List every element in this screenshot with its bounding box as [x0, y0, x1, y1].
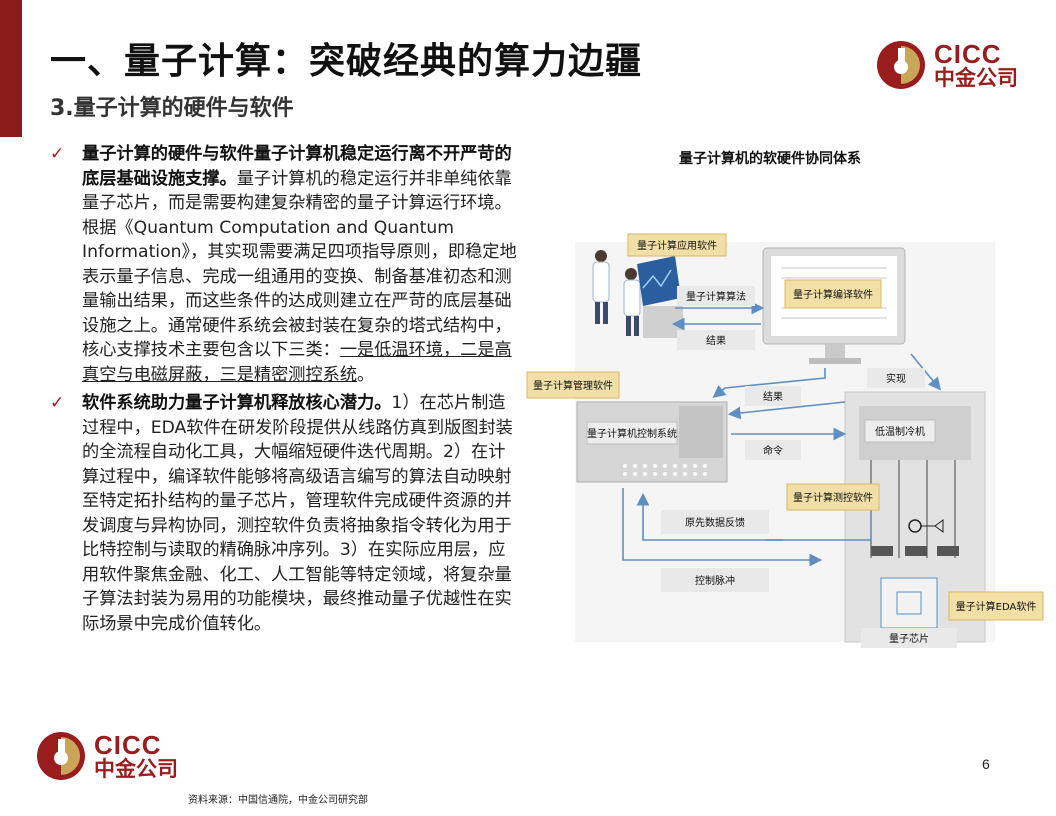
logo-chinese: 中金公司	[94, 757, 178, 781]
bullet-body: 1）在芯片制造过程中，EDA软件在研发阶段提供从线路仿真到版图封装的全流程自动化…	[82, 393, 513, 634]
control-pulse-box	[661, 568, 769, 592]
algorithm-label: 量子计算算法	[686, 290, 746, 303]
app-software-box	[627, 233, 727, 257]
chip-label: 量子芯片	[889, 632, 929, 645]
algorithm-box	[677, 286, 755, 306]
accent-bar	[0, 0, 22, 137]
logo-english: CICC	[94, 730, 162, 760]
page-number: 6	[982, 756, 990, 772]
management-software-label: 量子计算管理软件	[533, 379, 613, 392]
source-note: 资料来源：中国信通院，中金公司研究部	[188, 795, 368, 806]
implement-box	[867, 368, 925, 388]
cryo-box	[864, 419, 936, 443]
diagram-arrows	[622, 301, 942, 567]
control-system-label: 量子计算机控制系统	[587, 427, 677, 440]
bullet-heading: 量子计算的硬件与软件量子计算机稳定运行离不开严苛的底层基础设施支撑。	[82, 144, 512, 189]
diagram-title: 量子计算机的软硬件协同体系	[679, 151, 861, 167]
app-software-label: 量子计算应用软件	[637, 239, 717, 252]
logo-english: CICC	[934, 39, 1002, 69]
bullet-tail: 。	[357, 364, 375, 385]
control-pulse-label: 控制脉冲	[695, 574, 735, 587]
chip-box	[861, 628, 957, 648]
result-top-label: 结果	[706, 334, 726, 347]
compiler-label: 量子计算编译软件	[793, 288, 873, 301]
cicc-logo-icon	[877, 41, 925, 89]
page-title: 一、量子计算：突破经典的算力边疆	[50, 41, 643, 82]
section-subtitle: 3.量子计算的硬件与软件	[50, 96, 294, 121]
bullet-item-hardware: ✓ 量子计算的硬件与软件量子计算机稳定运行离不开严苛的底层基础设施支撑。量子计算…	[50, 142, 518, 387]
bullet-item-software: ✓ 软件系统助力量子计算机释放核心潜力。1）在芯片制造过程中，EDA软件在研发阶…	[50, 391, 518, 636]
diagram-canvas: 量子计算应用软件 量子计算编译软件 量子计算管理软件 量子计算测控软件 量子计算…	[526, 233, 1044, 648]
implement-label: 实现	[886, 372, 906, 385]
logo-chinese: 中金公司	[934, 66, 1018, 90]
raw-feedback-box	[661, 510, 769, 534]
label-boxes: 量子计算应用软件 量子计算编译软件 量子计算管理软件 量子计算测控软件 量子计算…	[526, 233, 1044, 621]
result-mid-box	[745, 386, 801, 406]
measure-control-software-box	[786, 483, 880, 511]
checkmark-icon: ✓	[50, 144, 65, 164]
control-system-box	[586, 421, 678, 445]
cicc-logo-bottom: CICC 中金公司	[36, 731, 178, 781]
cicc-logo-icon	[37, 732, 85, 780]
compiler-box	[784, 279, 882, 309]
result-top-box	[677, 330, 755, 350]
cryo-label: 低温制冷机	[875, 425, 925, 438]
bullet-underline: 一是低温环境，二是高真空与电磁屏蔽，三是精密测控系统	[82, 340, 512, 385]
scientist-illustration	[592, 250, 683, 338]
measure-control-software-label: 量子计算测控软件	[793, 491, 873, 504]
management-software-box	[526, 371, 620, 399]
command-box	[745, 440, 801, 460]
grey-label-boxes: 量子计算算法 结果 实现 结果 量子计算机控制系统 命令 低温制冷机 原先数据反…	[586, 286, 957, 648]
cicc-logo-top: CICC 中金公司	[876, 40, 1018, 90]
bullet-heading: 软件系统助力量子计算机释放核心潜力。	[82, 393, 392, 413]
command-label: 命令	[763, 444, 783, 457]
checkmark-icon: ✓	[50, 393, 65, 413]
bullet-list: ✓ 量子计算的硬件与软件量子计算机稳定运行离不开严苛的底层基础设施支撑。量子计算…	[50, 142, 518, 640]
bullet-body: 量子计算机的稳定运行并非单纯依靠量子芯片，而是需要构建复杂精密的量子计算运行环境…	[82, 168, 517, 361]
quantum-system-diagram: 量子计算应用软件 量子计算编译软件 量子计算管理软件 量子计算测控软件 量子计算…	[525, 228, 1047, 662]
raw-feedback-label: 原先数据反馈	[685, 516, 745, 529]
quantum-chip-icon	[880, 577, 938, 629]
eda-software-box	[948, 591, 1044, 621]
result-mid-label: 结果	[763, 390, 783, 403]
eda-software-label: 量子计算EDA软件	[956, 600, 1037, 613]
